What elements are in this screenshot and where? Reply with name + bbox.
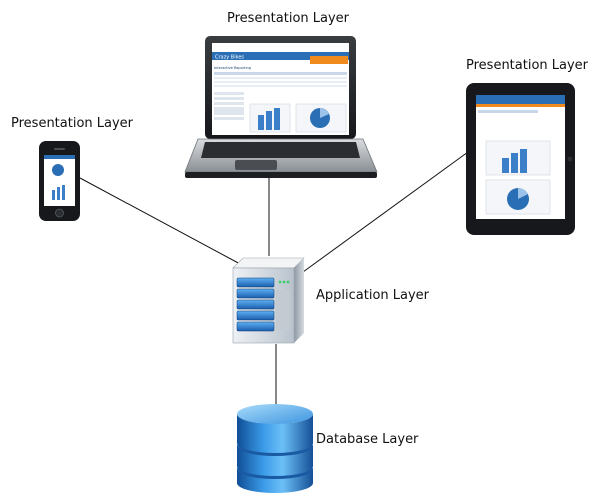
- server-status-lights: [278, 280, 290, 284]
- phone-icon: [39, 141, 80, 221]
- tablet-presentation-label: Presentation Layer: [466, 58, 589, 73]
- line-phone-server: [79, 177, 243, 266]
- line-tablet-server: [302, 151, 469, 273]
- tablet-bar-chart: [485, 140, 551, 176]
- application-layer-label: Application Layer: [316, 288, 430, 303]
- server-drive-bays: [236, 277, 275, 332]
- laptop-touchpad: [235, 160, 277, 170]
- database-top: [237, 404, 313, 424]
- laptop-screen-header: [212, 52, 349, 60]
- phone-bar-chart: [52, 185, 65, 200]
- tablet-icon: [466, 83, 575, 235]
- laptop-presentation-label: Presentation Layer: [227, 11, 350, 26]
- phone-pie-chart: [52, 164, 64, 176]
- laptop-screen-subtitle: Interactive Reporting: [214, 66, 251, 70]
- connector-lines: [79, 151, 469, 405]
- laptop-icon: Crazy Bikes Interactive Reporting: [184, 36, 378, 178]
- tablet-pie-chart: [485, 179, 551, 215]
- laptop-screen-table: [214, 72, 347, 87]
- database-icon: [237, 404, 313, 493]
- laptop-screen-bar-chart: [249, 103, 291, 133]
- laptop-screen-title: Crazy Bikes: [215, 55, 244, 61]
- laptop-screen-sidebar: [214, 92, 244, 120]
- phone-presentation-label: Presentation Layer: [11, 116, 134, 131]
- database-layer-label: Database Layer: [316, 432, 419, 447]
- server-icon: [232, 257, 305, 344]
- laptop-keyboard: [201, 142, 360, 158]
- laptop-screen-pie-chart: [295, 103, 347, 133]
